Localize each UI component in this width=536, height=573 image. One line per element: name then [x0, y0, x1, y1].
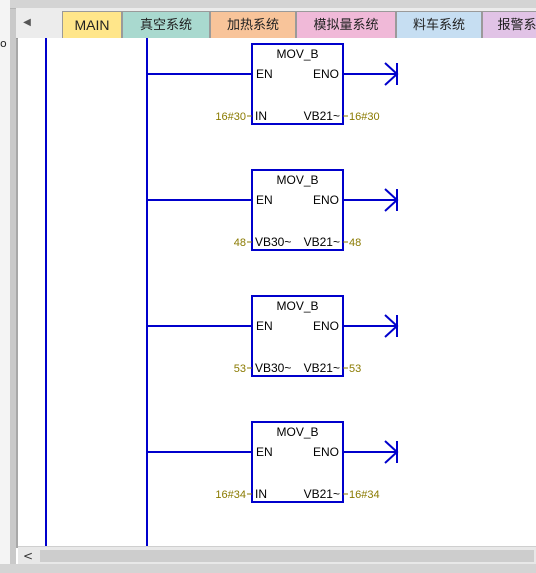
tab-bar: ◀ MAIN 真空系统 加热系统 模拟量系统 料车系统 报警系 — [16, 8, 536, 39]
block-title-4: MOV_B — [276, 425, 318, 439]
tab-cart-system[interactable]: 料车系统 — [396, 11, 482, 38]
in-value-1[interactable]: 16#30 — [215, 111, 246, 123]
tab-main[interactable]: MAIN — [62, 11, 122, 38]
in-value-4[interactable]: 16#34 — [215, 489, 246, 501]
tab-vacuum-system[interactable]: 真空系统 — [122, 11, 210, 38]
out-value-2[interactable]: 48 — [349, 237, 361, 249]
en-label-4: EN — [256, 445, 273, 459]
editor-border-left — [16, 36, 18, 548]
in-value-3[interactable]: 53 — [234, 363, 246, 375]
out-pin-label-4: VB21~ — [304, 487, 340, 501]
in-pin-label-4: IN — [255, 487, 267, 501]
block-box-3[interactable] — [251, 295, 344, 377]
out-pin-label-3: VB21~ — [304, 361, 340, 375]
en-label-3: EN — [256, 319, 273, 333]
ladder-canvas: MOV_B EN ENO IN VB21~ 16#30 16#30 MOV_B … — [18, 38, 536, 546]
gutter-char: o — [0, 37, 7, 50]
block-title-3: MOV_B — [276, 299, 318, 313]
eno-label-4: ENO — [313, 445, 339, 459]
out-value-3[interactable]: 53 — [349, 363, 361, 375]
horizontal-scrollbar[interactable]: < — [18, 546, 536, 565]
block-box-2[interactable] — [251, 169, 344, 251]
tab-heating-system[interactable]: 加热系统 — [210, 11, 296, 38]
mov-b-block-3[interactable]: MOV_B EN ENO VB30~ VB21~ 53 53 — [147, 295, 399, 377]
window-frame-left — [10, 0, 16, 573]
en-label-2: EN — [256, 193, 273, 207]
mov-b-block-1[interactable]: MOV_B EN ENO IN VB21~ 16#30 16#30 — [147, 43, 399, 125]
in-value-2[interactable]: 48 — [234, 237, 246, 249]
out-value-4[interactable]: 16#34 — [349, 489, 380, 501]
out-pin-label-1: VB21~ — [304, 109, 340, 123]
mov-b-block-2[interactable]: MOV_B EN ENO VB30~ VB21~ 48 48 — [147, 169, 399, 251]
tab-analog-system[interactable]: 模拟量系统 — [296, 11, 396, 38]
bottom-frame — [0, 564, 536, 573]
block-title-1: MOV_B — [276, 47, 318, 61]
out-value-1[interactable]: 16#30 — [349, 111, 380, 123]
eno-label-1: ENO — [313, 67, 339, 81]
eno-label-3: ENO — [313, 319, 339, 333]
tab-scroll-left-icon[interactable]: ◀ — [23, 17, 31, 28]
block-box-1[interactable] — [251, 43, 344, 125]
scroll-left-arrow-icon[interactable]: < — [22, 549, 34, 563]
in-pin-label-1: IN — [255, 109, 267, 123]
mov-b-block-4[interactable]: MOV_B EN ENO IN VB21~ 16#34 16#34 — [147, 421, 399, 503]
ladder-diagram: MOV_B EN ENO IN VB21~ 16#30 16#30 MOV_B … — [45, 38, 399, 546]
scrollbar-thumb[interactable] — [40, 550, 534, 562]
in-pin-label-3: VB30~ — [255, 361, 291, 375]
in-pin-label-2: VB30~ — [255, 235, 291, 249]
eno-label-2: ENO — [313, 193, 339, 207]
block-box-4[interactable] — [251, 421, 344, 503]
en-label-1: EN — [256, 67, 273, 81]
tab-alarm-system[interactable]: 报警系 — [482, 11, 536, 38]
out-pin-label-2: VB21~ — [304, 235, 340, 249]
block-title-2: MOV_B — [276, 173, 318, 187]
